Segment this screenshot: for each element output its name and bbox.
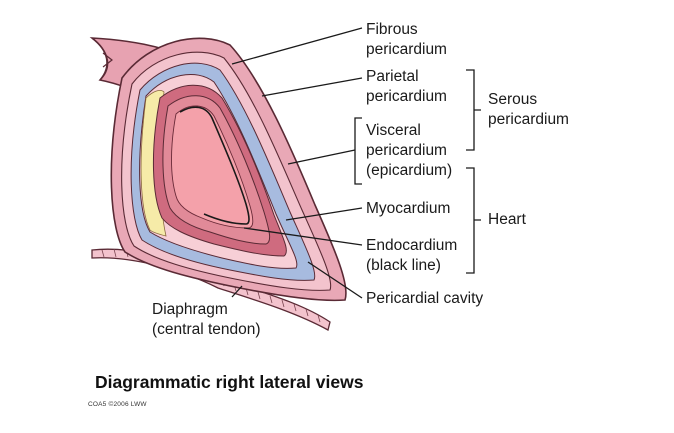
leader-visceral: [287, 149, 356, 165]
serous-bracket: [466, 69, 481, 151]
leader-pericardial-cavity: [307, 261, 363, 299]
figure-caption: Diagrammatic right lateral views: [95, 372, 364, 392]
label-endocardium-line-1: Endocardium: [366, 237, 458, 254]
label-heart: Heart: [488, 211, 526, 228]
copyright-credit: COA5 ©2006 LWW: [88, 401, 147, 408]
label-visceral-line-2: pericardium: [366, 142, 447, 159]
label-serous-line-1: Serous: [488, 91, 538, 108]
label-visceral-line-3: (epicardium): [366, 162, 453, 179]
leader-myocardium: [285, 207, 363, 221]
label-visceral-pericardium: Visceral pericardium (epicardium): [366, 121, 452, 181]
label-pericardial-cavity: Pericardial cavity: [366, 290, 484, 307]
label-fibrous-line-1: Fibrous: [366, 21, 418, 38]
endocardium-line: [179, 106, 250, 225]
label-diaphragm-line-1: Diaphragm: [152, 301, 228, 318]
leader-endocardium: [243, 227, 363, 246]
label-diaphragm-line-2: (central tendon): [152, 321, 261, 338]
leader-lines: [231, 27, 363, 299]
label-serous-pericardium: Serous pericardium: [488, 90, 569, 130]
label-parietal-line-2: pericardium: [366, 88, 447, 105]
leader-fibrous: [231, 27, 363, 65]
label-serous-line-2: pericardium: [488, 111, 569, 128]
label-endocardium-line-2: (black line): [366, 257, 441, 274]
label-parietal-line-1: Parietal: [366, 68, 419, 85]
label-diaphragm: Diaphragm (central tendon): [152, 300, 261, 340]
vessel-cut-end: [91, 37, 108, 81]
label-visceral-line-1: Visceral: [366, 122, 421, 139]
label-fibrous-line-2: pericardium: [366, 41, 447, 58]
label-parietal-pericardium: Parietal pericardium: [366, 67, 447, 107]
leader-diaphragm: [231, 285, 243, 298]
label-myocardium: Myocardium: [366, 200, 451, 217]
label-fibrous-pericardium: Fibrous pericardium: [366, 20, 447, 60]
leader-parietal: [261, 77, 363, 97]
vessel-cut-mark: [102, 52, 113, 68]
label-endocardium: Endocardium (black line): [366, 236, 457, 276]
visceral-bracket: [354, 117, 362, 185]
heart-bracket: [466, 167, 481, 274]
